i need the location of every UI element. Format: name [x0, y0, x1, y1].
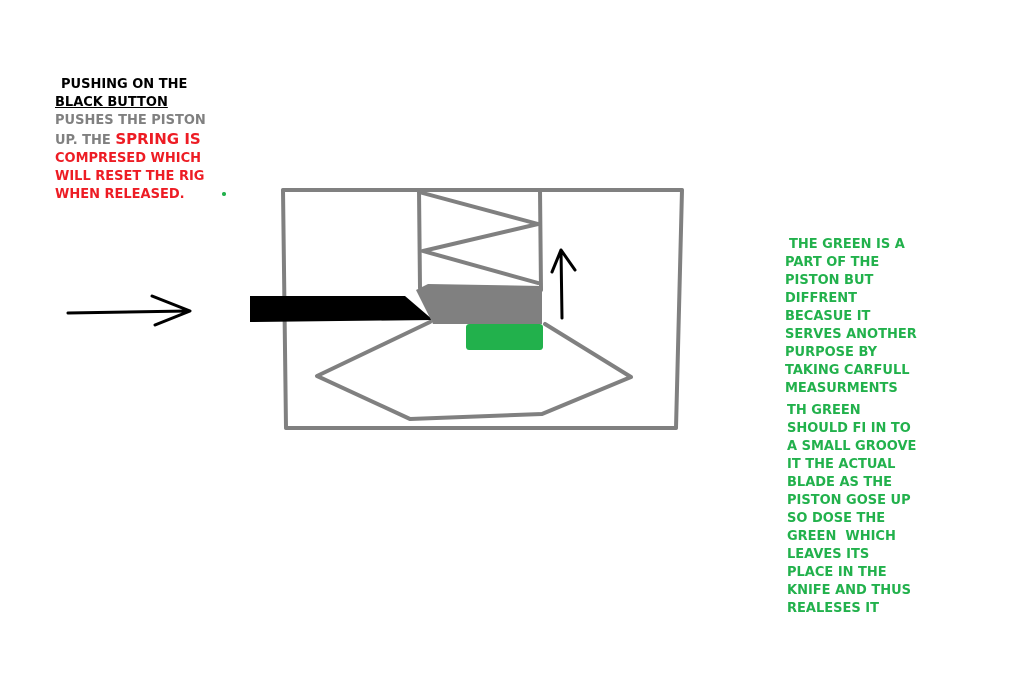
green-note-b-line: PISTON GOSE UP	[787, 493, 911, 508]
note-left-line-4-gray: UP. THE	[55, 133, 116, 148]
green-note-b-line: SHOULD FI IN TO	[787, 421, 911, 436]
green-note-b-line: BLADE AS THE	[787, 475, 893, 490]
note-left-line-7: WHEN RELEASED.	[55, 187, 185, 202]
green-note-b-line: IT THE ACTUAL	[787, 457, 896, 472]
note-left-line-4: UP. THE Spring IS	[55, 130, 206, 150]
green-note-b-line: SO DOSE THE	[787, 511, 886, 526]
green-note-a-line: TAKING CARFULL	[785, 363, 910, 378]
up-arrow	[550, 248, 577, 320]
piston	[416, 284, 542, 324]
green-note-a-line: BECASUE IT	[785, 309, 871, 324]
green-note-a-line: PURPOSE BY	[785, 345, 878, 360]
note-left-line-3: PUSHES THE PISTON	[55, 113, 206, 128]
button-explanation-note: PUSHING ON THE BLACK BUTTON PUSHES THE P…	[55, 76, 206, 204]
green-note-b-line: REALESES IT	[787, 601, 879, 616]
push-arrow	[66, 294, 192, 327]
green-note-b-line: PLACE IN THE	[787, 565, 887, 580]
spring	[417, 190, 540, 285]
green-note-a-line: SERVES ANOTHER	[785, 327, 917, 342]
green-piston-part	[466, 324, 543, 350]
green-groove-note: TH GREEN SHOULD FI IN TO A SMALL GROOVE …	[787, 402, 916, 618]
green-note-b-line: GREEN WHICH	[787, 529, 896, 544]
housing-outline	[281, 188, 684, 430]
piston-channel	[417, 188, 543, 292]
green-note-a-line: PART OF THE	[785, 255, 880, 270]
green-note-a-line: PISTON BUT	[785, 273, 874, 288]
note-left-line-4-red: Spring IS	[115, 130, 201, 148]
green-note-b-line: TH GREEN	[787, 403, 861, 418]
note-left-line-6: WILL RESET THE RIG	[55, 169, 205, 184]
green-note-b-line: LEAVES ITS	[787, 547, 870, 562]
green-note-a-line: DIFFRENT	[785, 291, 858, 306]
green-note-a-line: THE GREEN IS A	[789, 237, 905, 252]
green-note-b-line: A SMALL GROOVE	[787, 439, 917, 454]
blade-outline	[315, 320, 633, 421]
note-left-line-5: COMPRESED WHICH	[55, 151, 201, 166]
stray-dot	[222, 192, 226, 196]
black-button	[250, 296, 433, 322]
note-left-line-2: BLACK BUTTON	[55, 95, 168, 110]
green-part-note: THE GREEN IS A PART OF THE PISTON BUT DI…	[785, 236, 917, 398]
green-note-a-line: MEASURMENTS	[785, 381, 898, 396]
green-note-b-line: KNIFE AND THUS	[787, 583, 912, 598]
note-left-line-1: PUSHING ON THE	[61, 77, 188, 92]
